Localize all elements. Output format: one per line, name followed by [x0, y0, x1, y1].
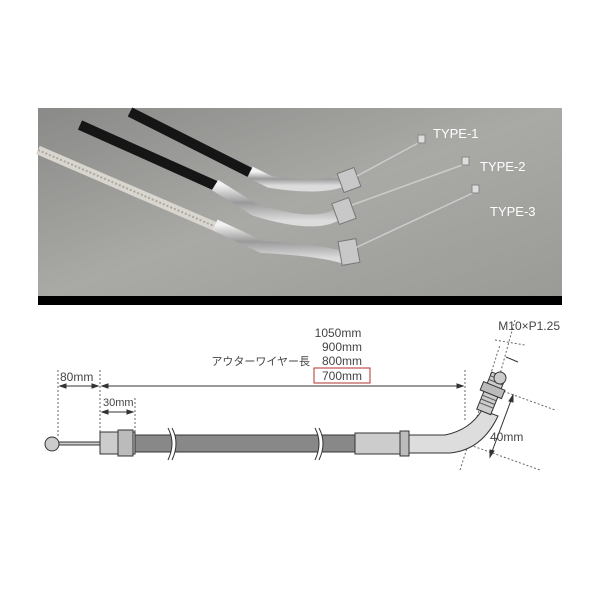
- nut-left: [117, 429, 134, 457]
- dim-bend: 40mm: [490, 430, 523, 444]
- dimension-arrows: [58, 356, 519, 459]
- fitting-right: [354, 432, 401, 455]
- cable-type-1: [127, 107, 426, 194]
- thread-spec: M10×P1.25: [498, 319, 560, 333]
- outer-wire-length-label: アウターワイヤー長: [211, 355, 310, 368]
- type-3-label: TYPE-3: [490, 204, 536, 219]
- dim-fitting: 30mm: [103, 397, 134, 409]
- length-900: 900mm: [322, 340, 362, 354]
- bent-pipe: [408, 409, 499, 454]
- inner-wire: [58, 441, 101, 446]
- type-2-label: TYPE-2: [480, 159, 526, 174]
- cable-type-3: [36, 145, 480, 266]
- product-photo: TYPE-1 TYPE-2 TYPE-3: [36, 107, 562, 305]
- length-700: 700mm: [322, 369, 362, 383]
- end-ball-right: [493, 371, 507, 385]
- highlight-box: [313, 367, 371, 384]
- cable-type-2: [77, 120, 470, 227]
- diagram-labels: 80mm 30mm 1050mm 900mm 800mm 700mm アウターワ…: [60, 319, 560, 444]
- break-lines: [167, 427, 324, 461]
- length-1050: 1050mm: [315, 326, 362, 340]
- nut-right: [399, 430, 410, 457]
- type-1-label: TYPE-1: [433, 126, 479, 141]
- end-ball: [44, 436, 60, 452]
- break-marks: [168, 427, 323, 461]
- dim-end-wire: 80mm: [60, 370, 93, 384]
- length-800: 800mm: [322, 354, 362, 368]
- dimension-diagram: [44, 319, 556, 471]
